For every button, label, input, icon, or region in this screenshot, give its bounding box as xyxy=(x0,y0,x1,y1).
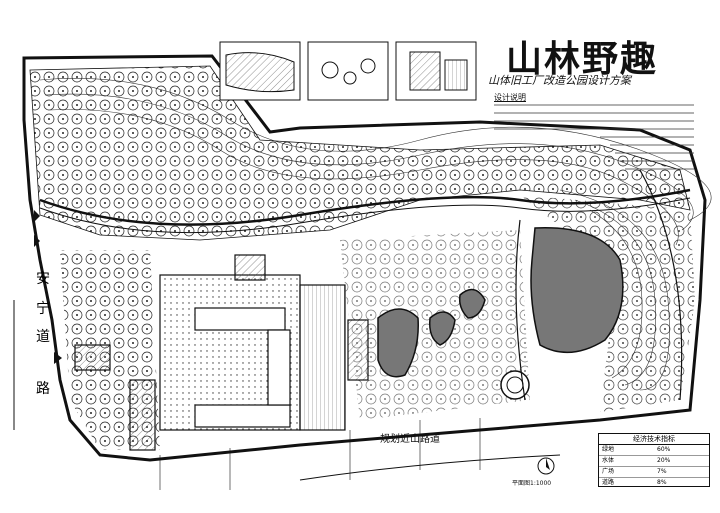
indicator-name: 道路 xyxy=(602,479,615,486)
table-row: 道路 8% xyxy=(599,478,709,488)
indicator-value: 60% xyxy=(657,446,671,453)
north-arrow-icon xyxy=(537,457,555,475)
table-row: 广场 7% xyxy=(599,467,709,478)
road-label: 规划近山路道 xyxy=(380,434,440,445)
plan-subtitle: 山体旧工厂改造公园设计方案 xyxy=(488,74,631,87)
ponds xyxy=(377,227,624,378)
side-road-char: 宁 xyxy=(36,301,50,317)
indicator-name: 广场 xyxy=(602,468,615,475)
indicator-value: 8% xyxy=(657,479,667,486)
indicator-value: 7% xyxy=(657,468,667,475)
side-road-char: 安 xyxy=(36,271,50,287)
indicator-value: 20% xyxy=(657,457,671,464)
analysis-sketches xyxy=(219,41,477,101)
indicator-name: 水体 xyxy=(602,457,615,464)
plan-title: 山林野趣 xyxy=(506,38,659,80)
description-text-lines xyxy=(494,104,694,170)
factory-buildings xyxy=(74,254,369,451)
side-road-char: 路 xyxy=(36,381,50,397)
section-markers xyxy=(159,418,481,490)
indicator-table-header: 经济技术指标 xyxy=(599,434,709,445)
description-heading: 设计说明 xyxy=(494,93,526,102)
indicator-table: 经济技术指标 绿地 60% 水体 20% 广场 7% 道路 8% xyxy=(598,433,710,487)
table-row: 绿地 60% xyxy=(599,445,709,456)
bottom-road xyxy=(299,454,561,481)
side-road-char: 道 xyxy=(36,329,50,345)
scale-label: 平面图1:1000 xyxy=(512,480,552,487)
main-path xyxy=(39,188,691,226)
indicator-name: 绿地 xyxy=(602,446,615,453)
table-row: 水体 20% xyxy=(599,456,709,467)
